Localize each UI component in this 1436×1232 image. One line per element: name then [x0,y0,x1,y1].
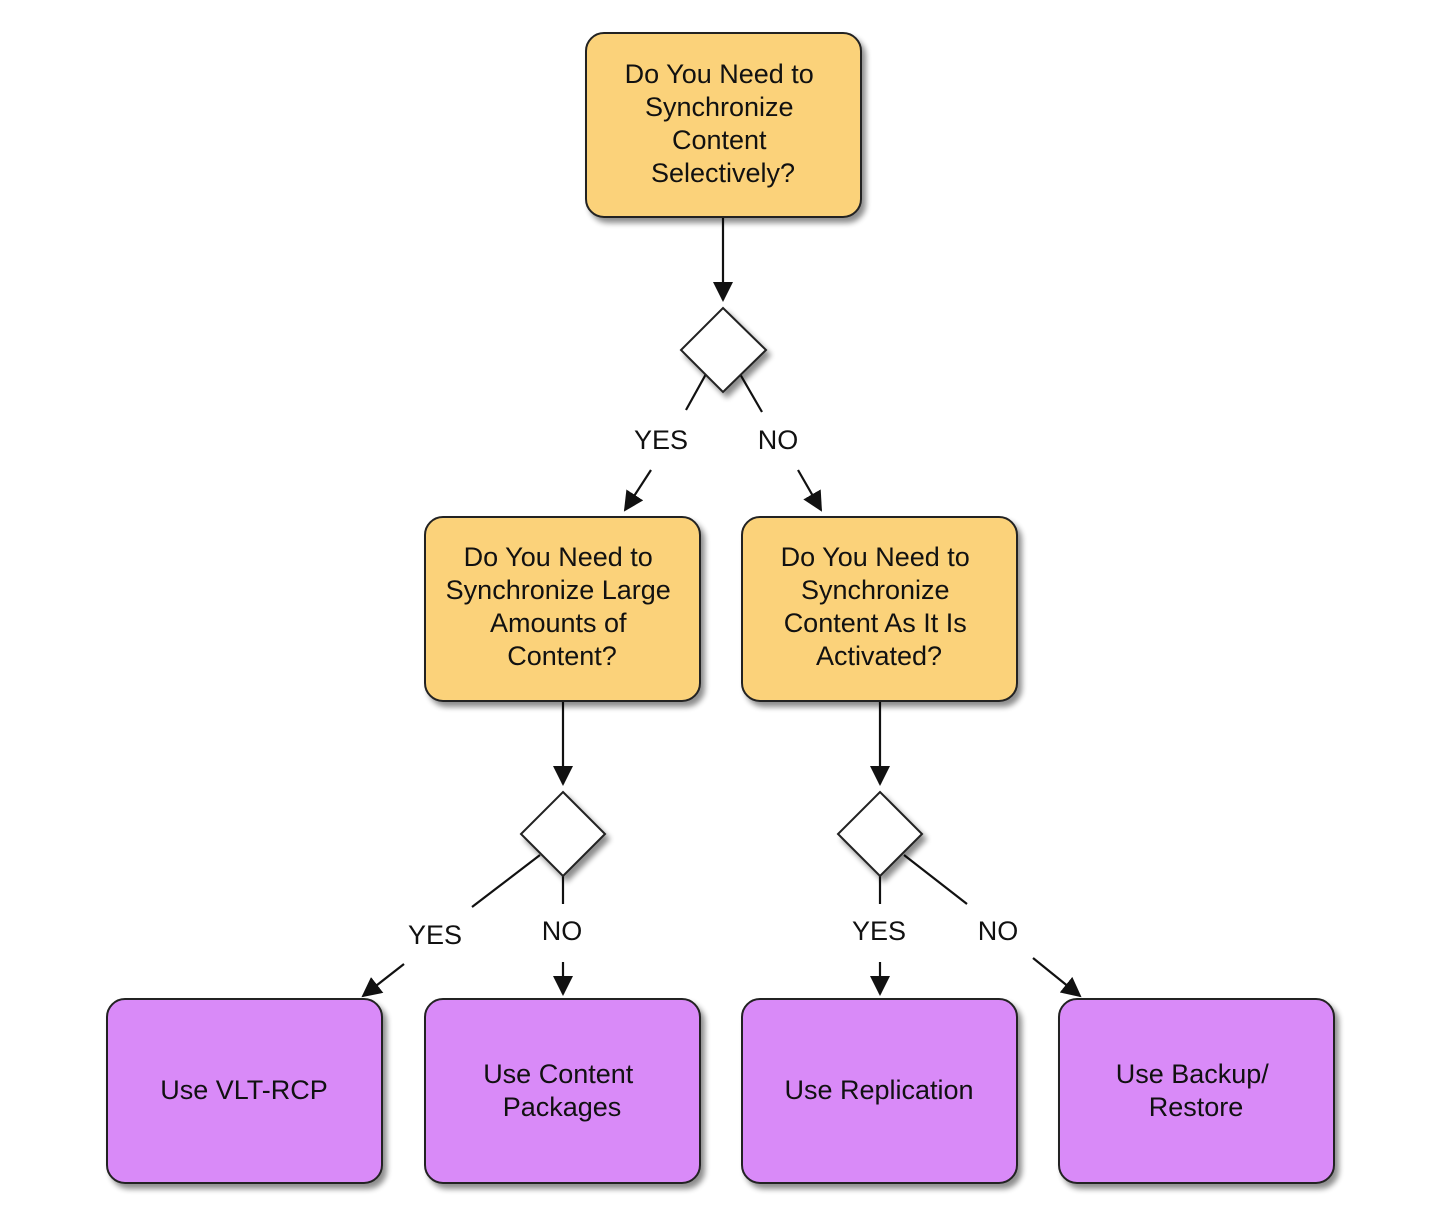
connector-decision3-no-lower [1032,957,1082,998]
question-nodes: Do You Need to Synchronize Content Selec… [424,32,1018,702]
outcome-nodes: Use VLT-RCP Use Content Packages Use Rep… [106,998,1335,1184]
edge-label-decision1-no: NO [758,425,799,455]
question-large-line-4: Content? [507,641,617,671]
svg-text:Use VLT-RCP: Use VLT-RCP [160,1075,328,1105]
question-box-activated: Do You Need to Synchronize Content As It… [741,516,1018,702]
svg-text:Use Content Packages: Use Content Packages [483,1059,641,1122]
svg-text:Use Replication: Use Replication [784,1075,973,1105]
decision-diamond-3 [836,790,924,878]
connector-decision1-no-upper [739,373,763,413]
edge-label-decision1-yes: YES [634,425,688,455]
question-large-line-1: Do You Need to [464,542,653,572]
outcome-packages-line-1: Use Content [483,1059,634,1089]
edge-label-decision3-no: NO [978,916,1019,946]
outcome-packages-line-2: Packages [503,1092,622,1122]
svg-text:Do You Need to Synchro: Do You Need to Synchronize Content As It… [781,542,978,671]
question-activated-line-1: Do You Need to [781,542,970,572]
outcome-backup-line-1: Use Backup/ [1116,1059,1270,1089]
svg-text:Do You Need to Synchro: Do You Need to Synchronize Large Amounts… [446,542,679,671]
question-selective-line-1: Do You Need to [625,59,814,89]
connector-decision3-no-upper [903,854,968,905]
decision-diamond-1 [679,306,768,394]
question-selective-line-3: Content [672,125,767,155]
svg-text:Use Backup/ Restore: Use Backup/ Restore [1116,1059,1277,1122]
question-activated-line-4: Activated? [816,641,942,671]
question-activated-line-3: Content As It Is [784,608,967,638]
connectors [361,218,1082,998]
decision-nodes [519,306,924,878]
outcome-vltrcp-line-1: Use VLT-RCP [160,1075,328,1105]
question-selective-line-4: Selectively? [651,158,795,188]
outcome-replication-line-1: Use Replication [784,1075,973,1105]
outcome-box-packages: Use Content Packages [424,998,701,1184]
connector-decision1-yes-upper [685,373,707,411]
question-box-large: Do You Need to Synchronize Large Amounts… [424,516,701,702]
edge-label-decision2-no: NO [542,916,583,946]
question-box-selective: Do You Need to Synchronize Content Selec… [585,32,862,218]
question-large-line-2: Synchronize Large [446,575,671,605]
decision-diamond-2 [519,790,607,878]
connector-decision2-yes-upper [471,854,541,908]
edge-label-decision3-yes: YES [852,916,906,946]
edge-labels: YES NO YES NO YES NO [408,425,1018,950]
question-activated-line-2: Synchronize [801,575,950,605]
outcome-box-backup: Use Backup/ Restore [1058,998,1335,1184]
connector-decision2-yes-lower [361,963,405,998]
edge-label-decision2-yes: YES [408,920,462,950]
svg-text:Do You Need to Synchro: Do You Need to Synchronize Content Selec… [625,59,822,188]
question-selective-line-2: Synchronize [645,92,794,122]
connector-decision1-yes-lower [623,469,652,512]
outcome-backup-line-2: Restore [1149,1092,1244,1122]
question-large-line-3: Amounts of [490,608,627,638]
connector-decision1-no-lower [797,469,822,512]
outcome-box-vltrcp: Use VLT-RCP [106,998,383,1184]
outcome-box-replication: Use Replication [741,998,1018,1184]
